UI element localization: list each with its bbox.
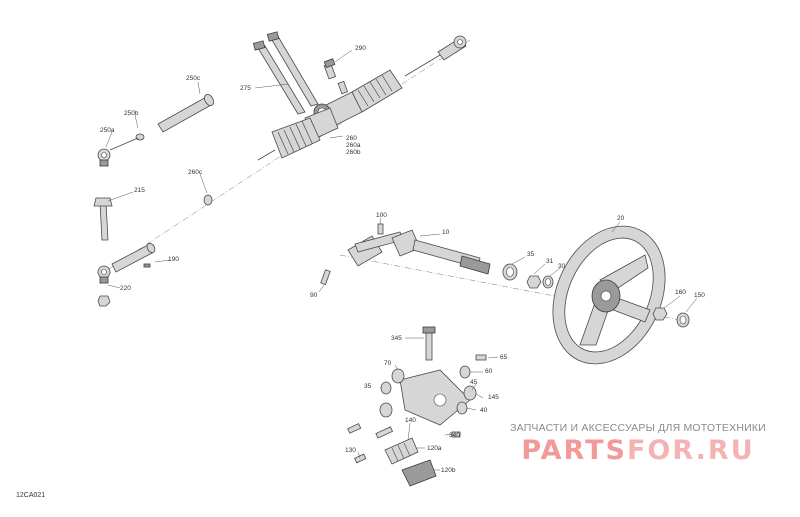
steering-wheel bbox=[552, 225, 690, 365]
watermark-brand-left: PARTS bbox=[521, 435, 627, 466]
label-260: 260 bbox=[346, 135, 357, 142]
label-145: 145 bbox=[488, 394, 499, 401]
label-250a: 250a bbox=[100, 127, 115, 134]
label-35-bracket: 35 bbox=[364, 383, 372, 390]
label-275: 275 bbox=[240, 85, 251, 92]
label-31: 31 bbox=[546, 258, 554, 265]
steering-rack-assembly bbox=[252, 31, 467, 161]
label-260a: 260a bbox=[346, 142, 361, 149]
label-345: 345 bbox=[391, 335, 402, 342]
steering-column bbox=[320, 223, 554, 289]
diagram-code: 12CA021 bbox=[16, 492, 45, 499]
label-130: 130 bbox=[345, 447, 356, 454]
tilt-bracket-assembly bbox=[347, 326, 487, 487]
label-120a: 120a bbox=[427, 445, 442, 452]
label-140: 140 bbox=[405, 417, 416, 424]
leader-lines bbox=[105, 49, 698, 471]
label-30: 30 bbox=[558, 263, 566, 270]
label-35-column: 35 bbox=[527, 251, 535, 258]
label-90: 90 bbox=[310, 292, 318, 299]
label-290: 290 bbox=[355, 45, 366, 52]
label-190: 190 bbox=[168, 256, 179, 263]
label-70: 70 bbox=[384, 360, 392, 367]
watermark-brand: PARTSFOR.RU bbox=[488, 436, 788, 466]
label-120b: 120b bbox=[441, 467, 456, 474]
lower-tie-rod bbox=[93, 197, 156, 307]
label-45: 45 bbox=[470, 379, 478, 386]
label-160: 160 bbox=[675, 289, 686, 296]
watermark-brand-right: FOR.RU bbox=[626, 435, 755, 466]
label-220: 220 bbox=[120, 285, 131, 292]
upper-tie-rod bbox=[97, 94, 214, 167]
watermark-banner: ЗАПЧАСТИ И АКСЕССУАРЫ ДЛЯ МОТОТЕХНИКИ PA… bbox=[488, 422, 788, 466]
watermark-tagline: ЗАПЧАСТИ И АКСЕССУАРЫ ДЛЯ МОТОТЕХНИКИ bbox=[510, 422, 766, 434]
label-20: 20 bbox=[617, 215, 625, 222]
label-100: 100 bbox=[376, 212, 387, 219]
label-215: 215 bbox=[134, 187, 145, 194]
label-250b: 250b bbox=[124, 110, 139, 117]
label-250c: 250c bbox=[186, 75, 201, 82]
callout-labels: 290 275 250c 250b 250a 260 260a 260b 260… bbox=[16, 45, 705, 499]
label-60: 60 bbox=[485, 368, 493, 375]
label-65: 65 bbox=[500, 354, 508, 361]
label-260b: 260b bbox=[346, 149, 361, 156]
label-340: 340 bbox=[449, 432, 460, 439]
label-40: 40 bbox=[480, 407, 488, 414]
label-260c: 260c bbox=[188, 169, 203, 176]
washer-260c bbox=[203, 194, 213, 206]
label-10: 10 bbox=[442, 229, 450, 236]
label-150: 150 bbox=[694, 292, 705, 299]
